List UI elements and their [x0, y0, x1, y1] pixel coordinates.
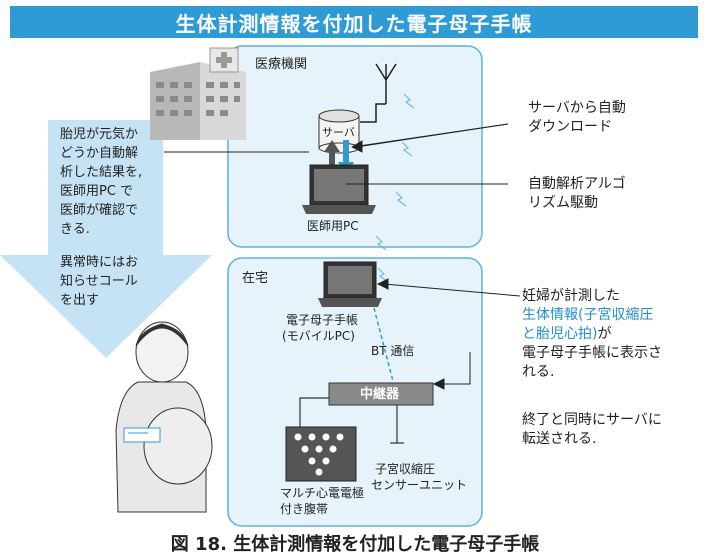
relay-wires	[299, 397, 404, 444]
measure-note-1: 妊婦が計測した	[522, 288, 620, 304]
hospital-label: 医療機関	[255, 57, 308, 72]
bt-connection-line	[373, 307, 395, 386]
sensor-label-1: 子宮収縮圧	[375, 462, 436, 476]
server-download-note-1: サーバから自動	[528, 100, 626, 116]
measure-note-3: 電子母子手帳に表示さ	[522, 345, 662, 361]
sensor-label-2: センサーユニット	[371, 478, 468, 492]
measure-note-4: れる.	[522, 364, 555, 380]
wireless-signal-icon	[375, 93, 415, 283]
server-label: サーバ	[322, 126, 355, 139]
alert-line-2: 知らせコール	[60, 274, 138, 289]
electrode-belt-icon	[285, 426, 357, 482]
left-note-line-2: どうか自動解	[60, 146, 139, 161]
measure-note-blue-1: 生体情報(子宮収縮圧	[522, 307, 654, 323]
algorithm-note-2: リズム駆動	[528, 195, 598, 211]
bt-label: BT 通信	[371, 344, 415, 358]
left-note-line-5: 医師が確認で	[60, 203, 139, 218]
title-bar: 生体計測情報を付加した電子母子手帳	[10, 6, 698, 38]
pointer-arrows	[350, 123, 521, 390]
left-note-line-3: 析した結果を,	[60, 165, 143, 180]
left-note-line-6: きる.	[60, 222, 90, 237]
left-note-line-4: 医師用PC で	[60, 184, 134, 199]
mobile-pc-icon	[318, 261, 382, 307]
home-label: 在宅	[242, 271, 269, 286]
doctor-laptop-icon	[302, 164, 376, 214]
left-note-line-1: 胎児が元気か	[60, 127, 139, 142]
relay-label: 中継器	[360, 387, 400, 402]
title-text: 生体計測情報を付加した電子母子手帳	[175, 11, 533, 36]
antenna-icon	[360, 63, 397, 123]
server-download-note-2: ダウンロード	[528, 119, 612, 135]
hospital-building-icon	[150, 47, 246, 140]
algorithm-note-1: 自動解析アルゴ	[528, 176, 626, 192]
measure-note-suffix: が	[597, 326, 612, 342]
pregnant-woman-illustration	[115, 321, 213, 513]
transfer-note-2: 転送される.	[522, 431, 597, 447]
figure-caption: 図 18. 生体計測情報を付加した電子母子手帳	[170, 534, 540, 555]
transfer-note-1: 終了と同時にサーバに	[522, 412, 662, 428]
mobile-pc-label-1: 電子母子手帳	[286, 313, 359, 327]
doctor-pc-label: 医師用PC	[307, 219, 359, 233]
big-down-arrow	[0, 120, 212, 358]
belt-label-1: マルチ心電電極	[280, 486, 365, 500]
alert-line-1: 異常時にはお	[60, 255, 139, 270]
mobile-pc-label-2: (モバイルPC)	[282, 329, 355, 343]
alert-line-3: を出す	[60, 293, 100, 308]
measure-note-blue-2: と胎児心拍)	[522, 326, 598, 342]
measure-note-blue-2-row: と胎児心拍)が	[522, 326, 611, 343]
relay-box	[328, 382, 434, 406]
belt-label-2: 付き腹帯	[280, 502, 329, 516]
